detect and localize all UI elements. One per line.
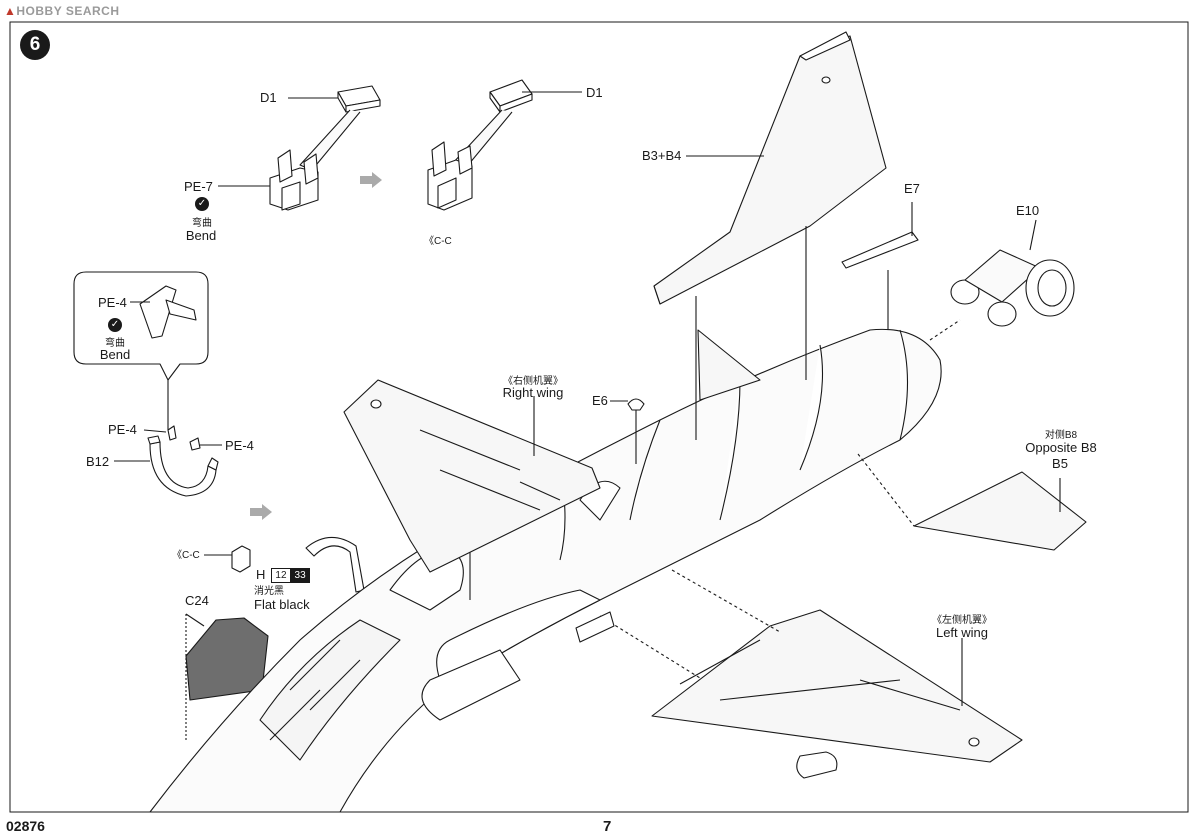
logo-icon: ▲ <box>4 4 17 18</box>
watermark: ▲HOBBY SEARCH <box>4 4 120 18</box>
bend-icon: ✓ <box>195 197 209 211</box>
bend-icon: ✓ <box>108 318 122 332</box>
e7-part <box>841 231 919 269</box>
b12-canopy-frame <box>149 441 217 497</box>
tail-fin-b3-b4 <box>653 35 887 305</box>
label-b12: B12 <box>86 454 110 469</box>
label-bend-cn-2: 弯曲 <box>105 338 125 349</box>
label-e10: E10 <box>1016 203 1040 218</box>
label-right-wing-cn: 《右侧机翼》 <box>503 376 563 387</box>
assembly-arrow-icon <box>250 504 272 520</box>
label-b5: B5 <box>1052 456 1068 471</box>
label-pe4-b: PE-4 <box>225 438 254 453</box>
c24-part <box>185 617 269 701</box>
paint-code-12: 12 <box>271 568 291 584</box>
label-left-wing-cn: 《左侧机翼》 <box>932 615 992 626</box>
label-cc-top: 《C-C <box>424 236 452 247</box>
pe4-callout-box <box>73 271 209 381</box>
assembly-arrow-icon <box>360 172 382 188</box>
label-bend-en-2: Bend <box>99 347 131 362</box>
d1-detail-right <box>427 79 533 211</box>
label-pe4-box: PE-4 <box>98 295 127 310</box>
label-pe7: PE-7 <box>184 179 213 194</box>
label-cc-mid: 《C-C <box>172 550 200 561</box>
label-e7: E7 <box>904 181 920 196</box>
watermark-text: HOBBY SEARCH <box>16 4 120 18</box>
label-opposite-cn: 对侧B8 <box>1044 430 1078 441</box>
label-flat-black-cn: 消光黑 <box>254 586 284 597</box>
right-wing <box>343 379 601 573</box>
step-number-badge: 6 <box>20 30 50 60</box>
e10-exhaust <box>950 249 1075 327</box>
label-pe4-a: PE-4 <box>108 422 137 437</box>
label-bend-en-1: Bend <box>185 228 217 243</box>
label-d1-left: D1 <box>260 90 277 105</box>
page-number: 7 <box>603 818 612 835</box>
label-right-wing-en: Right wing <box>502 385 564 400</box>
label-opposite-en: Opposite B8 <box>1025 440 1097 455</box>
label-bend-cn-1: 弯曲 <box>192 218 212 229</box>
label-left-wing-en: Left wing <box>935 625 989 640</box>
paint-code-33: 33 <box>290 568 310 584</box>
label-b3-b4: B3+B4 <box>642 148 682 163</box>
product-code: 02876 <box>6 818 45 834</box>
label-d1-right: D1 <box>586 85 603 100</box>
label-flat-black-en: Flat black <box>254 597 310 612</box>
label-c24: C24 <box>185 593 209 608</box>
label-h: H <box>256 567 266 582</box>
label-e6: E6 <box>592 393 608 408</box>
page-border <box>9 21 1189 813</box>
d1-pe7-detail-left <box>269 85 381 211</box>
b5-stabilizer <box>913 471 1087 551</box>
